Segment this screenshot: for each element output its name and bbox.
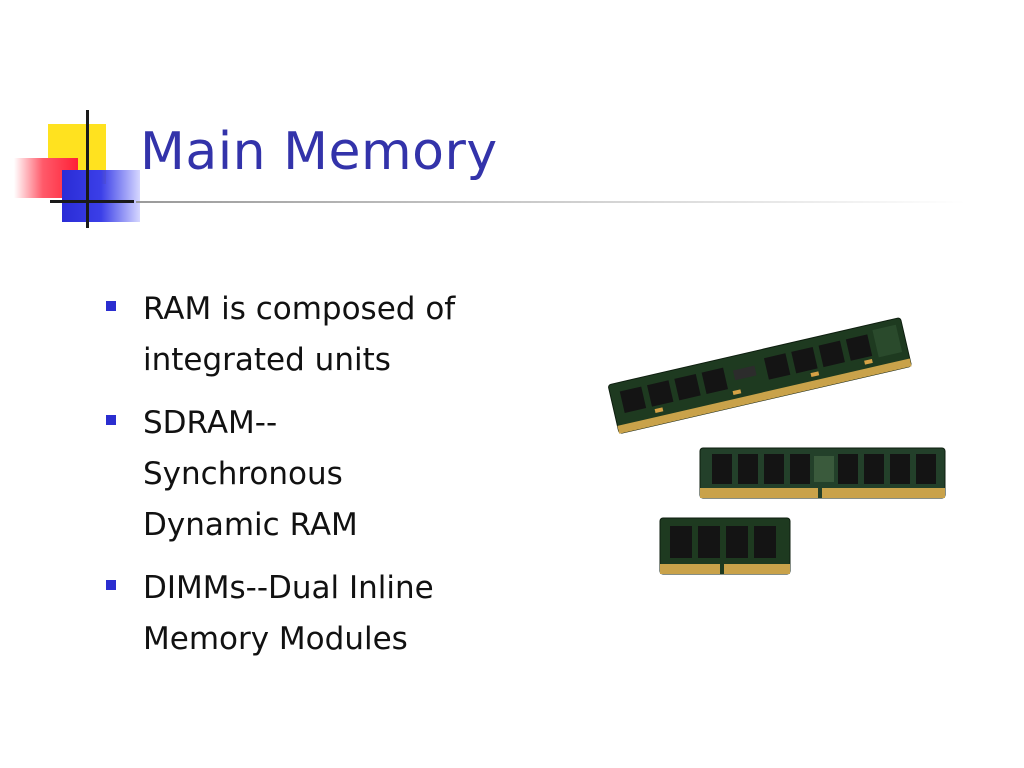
bullet-line: Synchronous	[143, 456, 343, 492]
slide-title: Main Memory	[140, 122, 498, 182]
bullet-line: Memory Modules	[143, 621, 408, 657]
bullet-line: DIMMs--Dual Inline	[143, 570, 434, 606]
dimm-module-long	[608, 317, 912, 434]
list-item: DIMMs--Dual Inline Memory Modules	[104, 563, 524, 665]
ram-modules-icon	[608, 317, 946, 575]
logo-horizontal-line	[50, 200, 134, 203]
dimm-module	[699, 447, 946, 499]
title-underline	[136, 201, 966, 203]
list-item: RAM is composed of integrated units	[104, 284, 524, 386]
bullet-square-icon	[106, 301, 116, 311]
logo-vertical-line	[86, 110, 89, 228]
bullet-line: Dynamic RAM	[143, 507, 358, 543]
sodimm-module	[659, 517, 791, 575]
bullet-line: SDRAM--	[143, 405, 278, 441]
bullet-square-icon	[106, 580, 116, 590]
logo-blue-square	[62, 170, 140, 222]
bullet-line: integrated units	[143, 342, 391, 378]
bullet-line: RAM is composed of	[143, 291, 456, 327]
corner-logo	[0, 0, 160, 240]
list-item: SDRAM-- Synchronous Dynamic RAM	[104, 398, 524, 551]
bullet-list: RAM is composed of integrated units SDRA…	[104, 284, 524, 677]
bullet-square-icon	[106, 415, 116, 425]
